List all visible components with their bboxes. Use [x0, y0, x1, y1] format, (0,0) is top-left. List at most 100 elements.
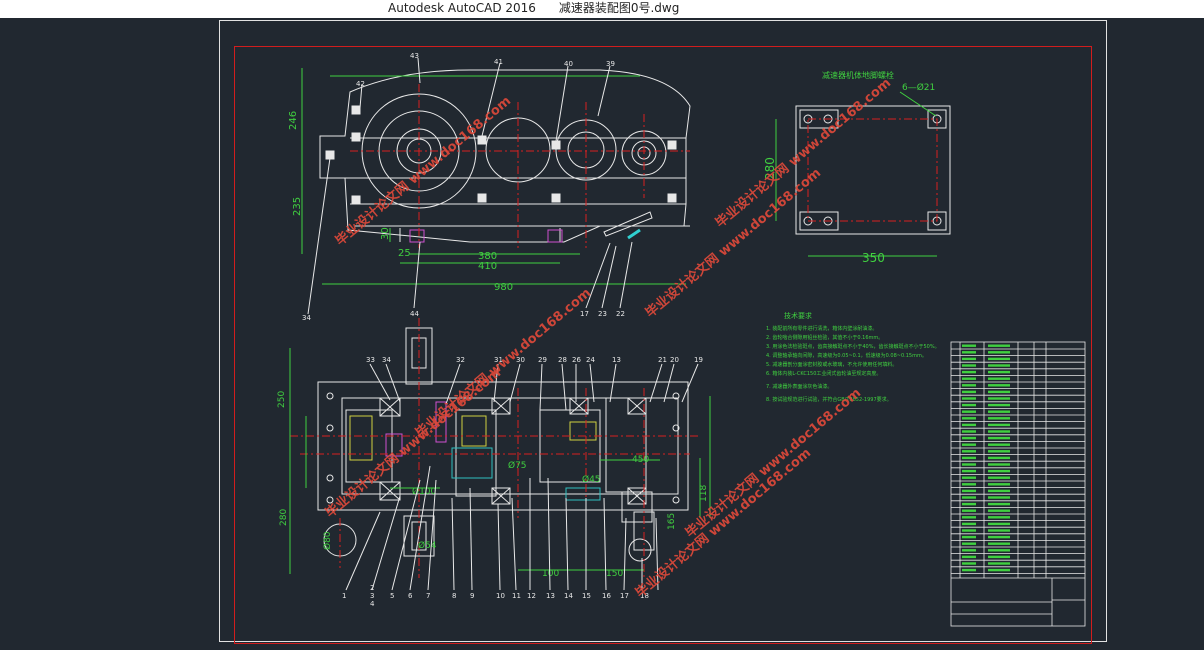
parts-list-cell-mark [988, 496, 1010, 499]
dim-380: 380 [478, 251, 497, 262]
bottom-callout-14: 14 [564, 592, 573, 600]
top-callout-19: 19 [694, 356, 703, 364]
parts-list-table[interactable] [950, 341, 1086, 627]
dim-250: 250 [277, 391, 287, 408]
parts-list-cell-mark [988, 516, 1010, 519]
dim-410: 410 [478, 261, 497, 272]
tech-item-2: 2. 齿轮啮合侧隙用铅丝检验，其值不小于0.16mm。 [766, 334, 883, 341]
dim-235: 235 [292, 197, 303, 216]
parts-list-cell-mark [988, 351, 1010, 354]
dim-d75: Ø75 [508, 460, 527, 471]
top-callout-20: 20 [670, 356, 679, 364]
parts-list-cell-mark [962, 410, 976, 413]
tech-requirements: 技术要求 1. 装配前所有零件进行清洗，箱体内壁涂耐油漆。 2. 齿轮啮合侧隙用… [766, 311, 940, 403]
parts-list-cell-mark [988, 377, 1010, 380]
bottom-callout-9: 9 [470, 592, 474, 600]
dim-980: 980 [494, 282, 513, 293]
dim-165: 165 [667, 513, 677, 530]
base-view[interactable]: 减速器机体地脚螺栓 6—Ø21 350 280 [763, 70, 951, 265]
parts-list-cell-mark [962, 463, 976, 466]
parts-list-cell-mark [988, 542, 1010, 545]
dim-d45: Ø45 [582, 474, 601, 485]
parts-list-cell-mark [988, 529, 1010, 532]
top-callout-21: 21 [658, 356, 667, 364]
top-callout-28: 28 [558, 356, 567, 364]
dim-246: 246 [288, 111, 299, 130]
parts-list-cell-mark [962, 562, 976, 565]
dim-350: 350 [862, 251, 885, 265]
parts-list-cell-mark [962, 364, 976, 367]
parts-list-cell-mark [962, 436, 976, 440]
parts-list-cell-mark [988, 456, 1010, 460]
bottom-callout-6: 6 [408, 592, 413, 600]
app-title: Autodesk AutoCAD 2016 [388, 1, 536, 15]
front-view[interactable]: 246 235 380 410 980 25 30 [288, 52, 691, 322]
top-view[interactable]: 250 280 Ø100 Ø80 100 150 450 Ø45 Ø75 118… [277, 318, 711, 608]
drawing-canvas[interactable]: 246 235 380 410 980 25 30 [0, 18, 1204, 650]
parts-list-cell-mark [962, 370, 976, 374]
file-name: 减速器装配图0号.dwg [558, 1, 680, 15]
bottom-callout-16: 16 [602, 592, 611, 600]
dim-25: 25 [398, 248, 411, 259]
bottom-callout-11: 11 [512, 592, 521, 600]
bottom-callout-2: 2 [370, 584, 374, 592]
parts-list-cell-mark [988, 476, 1010, 479]
tech-item-1: 1. 装配前所有零件进行清洗，箱体内壁涂耐油漆。 [766, 325, 877, 332]
parts-list-cell-mark [962, 555, 976, 559]
drawing-svg[interactable]: 246 235 380 410 980 25 30 [0, 18, 1204, 650]
watermark-3: 毕业设计论文网 www.doc168.com [712, 75, 894, 231]
top-callout-32: 32 [456, 356, 465, 364]
parts-list-cell-mark [962, 542, 976, 545]
parts-list-cell-mark [988, 568, 1010, 572]
parts-list-cell-mark [962, 397, 976, 400]
parts-list-cell-mark [988, 436, 1010, 440]
parts-list-cell-mark [988, 384, 1010, 387]
callout-23: 23 [598, 310, 607, 318]
dim-150: 150 [606, 569, 623, 579]
parts-list-cell-mark [988, 370, 1010, 374]
parts-list-cell-mark [988, 403, 1010, 407]
parts-list-cell-mark [962, 509, 976, 512]
parts-list-cell-mark [988, 549, 1010, 552]
parts-list-cell-mark [988, 397, 1010, 400]
parts-list-cell-mark [988, 502, 1010, 506]
drawing-frame [234, 46, 1092, 644]
bottom-callout-15: 15 [582, 592, 591, 600]
bottom-callout-4: 4 [370, 600, 375, 608]
dim-100: 100 [542, 569, 559, 579]
dim-d80: Ø80 [322, 531, 333, 550]
top-callout-34: 34 [382, 356, 391, 364]
tech-item-8: 8. 按试验规范进行试验，并符合GB/T3852-1997要求。 [766, 396, 892, 403]
parts-list-cell-mark [962, 384, 976, 387]
dim-450: 450 [632, 455, 649, 465]
top-callout-33: 33 [366, 356, 375, 364]
callout-44: 44 [410, 310, 419, 318]
parts-list-cell-mark [988, 410, 1010, 413]
top-callout-26: 26 [572, 356, 581, 364]
parts-list-cell-mark [988, 483, 1010, 486]
parts-list-cell-mark [988, 423, 1010, 427]
callout-22: 22 [616, 310, 625, 318]
parts-list-cell-mark [962, 390, 976, 394]
callout-39: 39 [606, 60, 615, 68]
parts-list-cell-mark [962, 522, 976, 526]
parts-list-cell-mark [988, 450, 1010, 453]
bottom-callout-1: 1 [342, 592, 346, 600]
hole-label: 6—Ø21 [902, 82, 935, 93]
dim-280-plan: 280 [279, 509, 289, 526]
bottom-callout-12: 12 [527, 592, 536, 600]
bottom-callout-18: 18 [640, 592, 649, 600]
bottom-callout-3: 3 [370, 592, 374, 600]
dim-d100: Ø100 [412, 486, 437, 497]
bottom-callout-8: 8 [452, 592, 456, 600]
dim-280: 280 [763, 157, 777, 180]
callout-41: 41 [494, 58, 503, 66]
tech-item-4: 4. 调整轴承轴向间隙，高速级为0.05~0.1，低速级为0.08~0.15mm… [766, 352, 927, 359]
parts-list-cell-mark [988, 364, 1010, 367]
callout-40: 40 [564, 60, 573, 68]
parts-list-cell-mark [988, 522, 1010, 526]
parts-list-cell-mark [962, 351, 976, 354]
parts-list-cell-mark [962, 430, 976, 433]
parts-list-cell-mark [988, 344, 1010, 347]
tech-item-6: 6. 箱体内装L-CKC150工业闭式齿轮油至规定高度。 [766, 370, 881, 377]
